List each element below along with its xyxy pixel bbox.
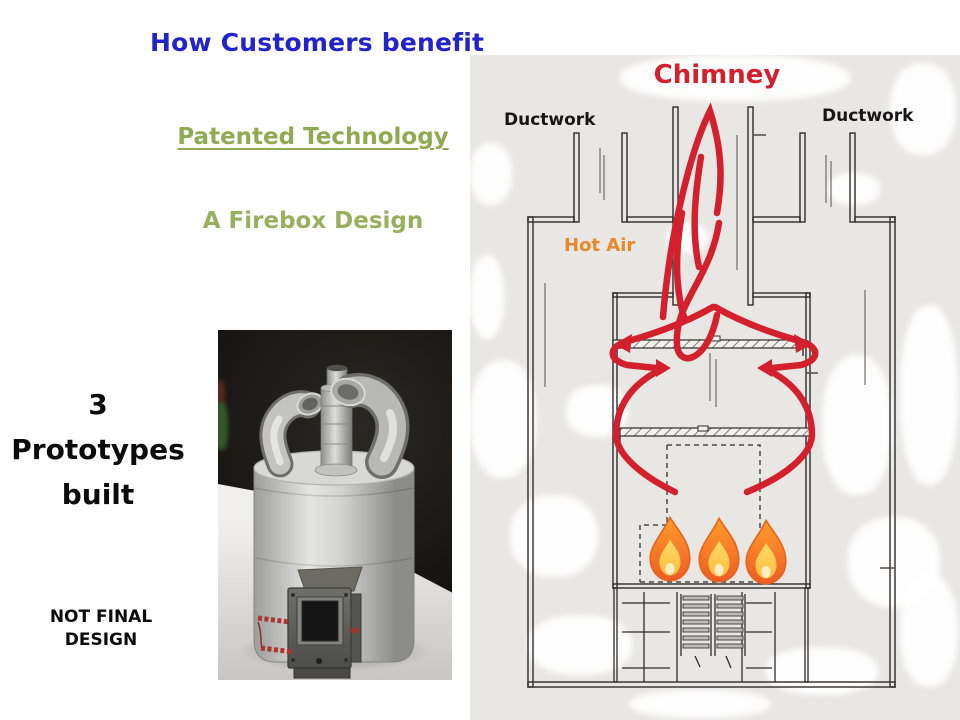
patented-underlined-text: Patented Technology <box>177 124 449 150</box>
flame-icon <box>745 519 787 585</box>
baffle-plates <box>612 335 811 444</box>
subtitle-firebox: A Firebox Design <box>202 208 424 234</box>
chimney-label: Chimney <box>653 60 781 90</box>
louver-bars <box>682 595 744 649</box>
firebox-door <box>257 566 363 679</box>
pedestal-grate <box>613 587 809 683</box>
prototypes-line3: built <box>61 478 135 511</box>
not-final-design-note: NOT FINAL DESIGN <box>6 606 196 652</box>
prototypes-note: 3 Prototypes built <box>0 382 196 517</box>
flame-icon <box>698 517 740 583</box>
ductwork-left-label: Ductwork <box>504 110 596 130</box>
airflow-arrowheads <box>614 334 812 377</box>
scan-lines <box>544 134 895 569</box>
disclaimer-line2: DESIGN <box>64 630 138 650</box>
prototypes-line1: 3 <box>88 388 108 421</box>
furnace-diagram: Chimney Ductwork Ductwork Hot Air <box>470 55 960 720</box>
furnace-linework <box>527 102 896 688</box>
flame-icon <box>649 516 691 582</box>
left-duct-elbow <box>259 390 324 478</box>
disclaimer-line1: NOT FINAL <box>49 607 153 627</box>
photo-pot-blob <box>218 380 225 406</box>
ductwork-right-label: Ductwork <box>822 106 914 126</box>
prototype-photo <box>218 330 452 680</box>
hot-air-label: Hot Air <box>564 235 636 256</box>
prototypes-line2: Prototypes <box>11 433 185 466</box>
slide-title: How Customers benefit <box>150 28 485 57</box>
flame-icons <box>649 516 787 585</box>
right-duct-elbow <box>330 373 410 479</box>
airflow-arrows <box>609 102 819 496</box>
photo-art <box>253 364 415 679</box>
photo-plant-blob <box>218 402 228 450</box>
subtitle-patented: Patented Technology <box>148 124 478 150</box>
